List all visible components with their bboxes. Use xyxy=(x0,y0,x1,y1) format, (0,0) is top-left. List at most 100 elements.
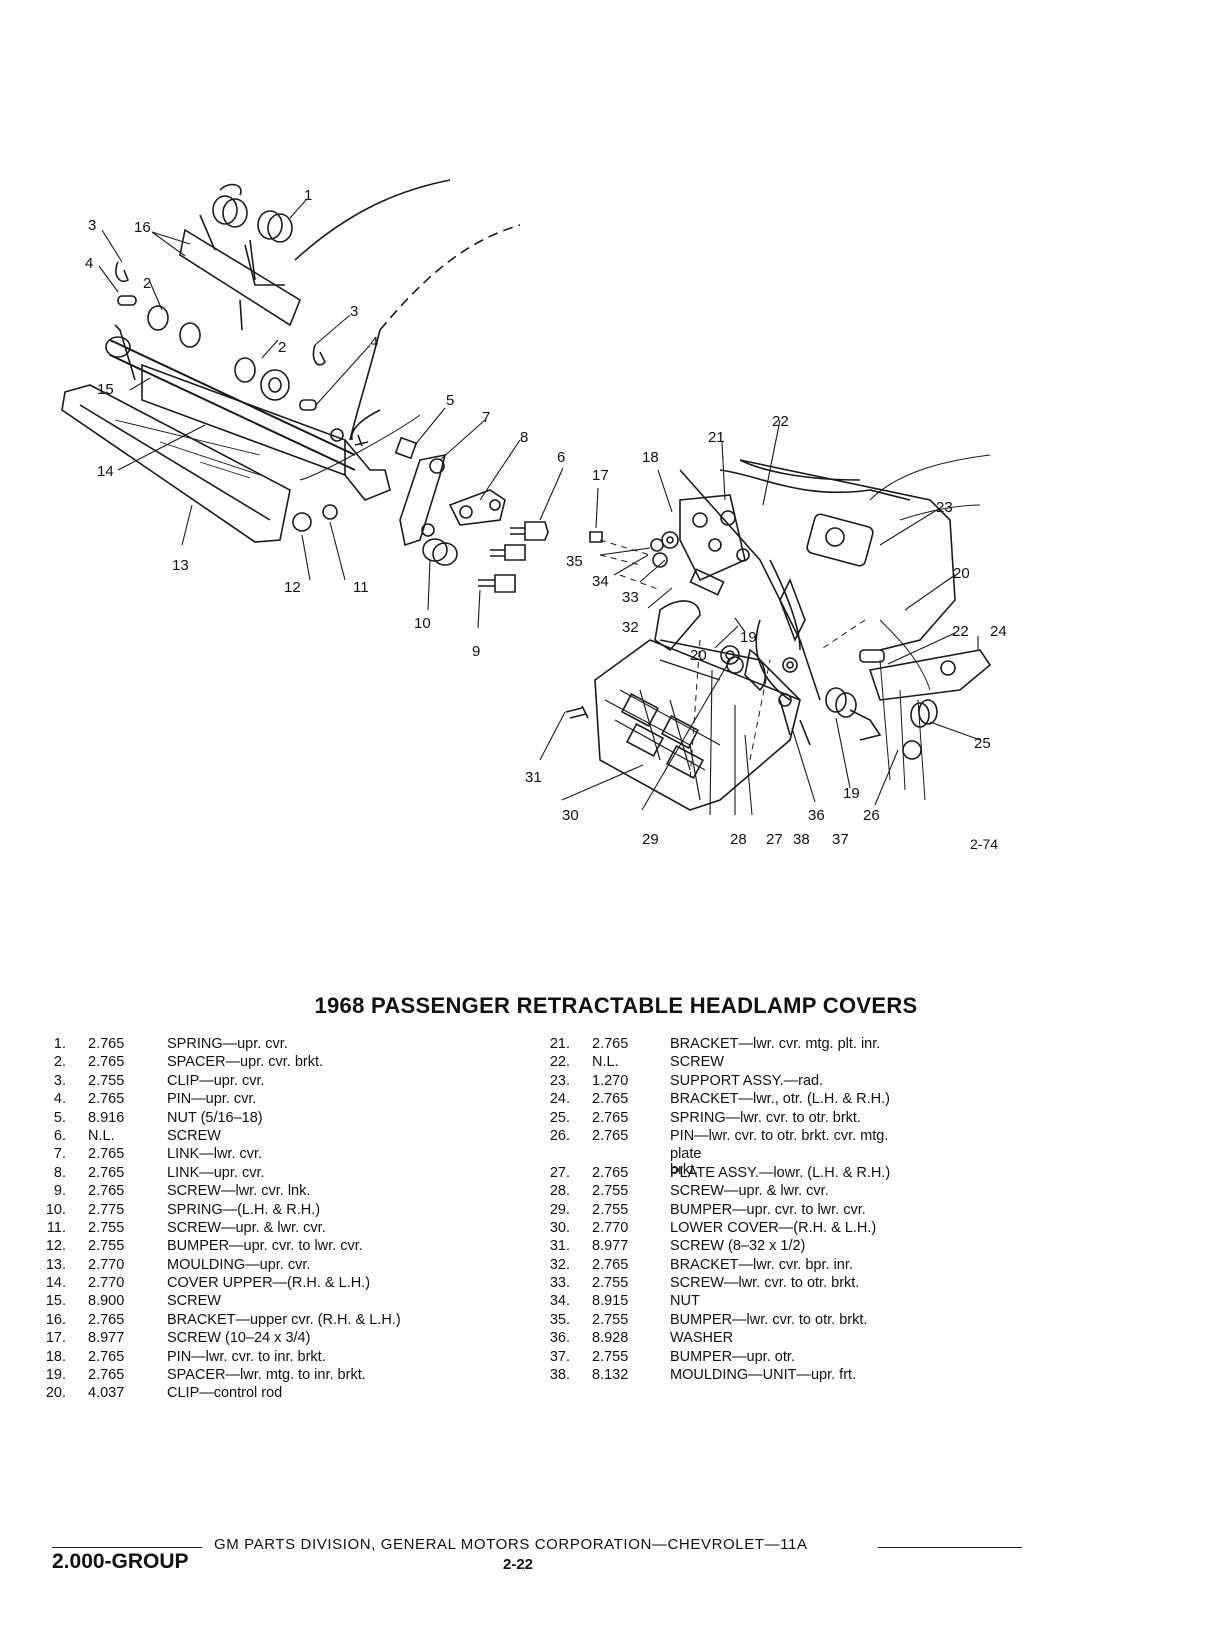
callout-4: 4 xyxy=(85,255,93,272)
leader-lines xyxy=(98,199,981,816)
part-number: 17. xyxy=(45,1330,66,1347)
group-number: 2.755 xyxy=(88,1219,125,1236)
part-description: SCREW (8–32 x 1/2) xyxy=(670,1238,806,1255)
callout-9: 9 xyxy=(472,643,480,660)
part-description: SCREW xyxy=(167,1127,221,1144)
part-description: SCREW—lwr. cvr. to otr. brkt. xyxy=(670,1275,860,1292)
group-number: 8.900 xyxy=(88,1293,125,1310)
part-description: BUMPER—upr. cvr. to lwr. cvr. xyxy=(167,1238,363,1255)
part-number: 7. xyxy=(53,1146,66,1163)
part-description: BUMPER—upr. cvr. to lwr. cvr. xyxy=(670,1201,866,1218)
group-number: 2.770 xyxy=(592,1219,629,1236)
part-number: 25. xyxy=(549,1109,570,1126)
page-title: 1968 PASSENGER RETRACTABLE HEADLAMP COVE… xyxy=(314,993,918,1018)
callout-20: 20 xyxy=(953,565,970,582)
callout-18: 18 xyxy=(642,449,659,466)
part-number: 11. xyxy=(46,1219,66,1236)
group-number: 2.765 xyxy=(592,1109,629,1126)
footer-publisher: GM PARTS DIVISION, GENERAL MOTORS CORPOR… xyxy=(214,1536,808,1553)
group-number: 2.765 xyxy=(592,1036,629,1052)
part-description: LOWER COVER—(R.H. & L.H.) xyxy=(670,1219,877,1236)
callout-29: 29 xyxy=(642,831,659,848)
part-description: SPRING—upr. cvr. xyxy=(167,1036,288,1052)
callout-3b: 3 xyxy=(350,303,358,320)
group-number: N.L. xyxy=(592,1054,619,1071)
group-number: 2.765 xyxy=(592,1127,629,1144)
part-number: 3. xyxy=(53,1072,66,1089)
group-number: 2.770 xyxy=(88,1256,125,1273)
part-number: 18. xyxy=(45,1348,66,1365)
spring-coil xyxy=(212,183,293,286)
part-number: 15. xyxy=(45,1293,66,1310)
group-number: 2.765 xyxy=(88,1183,125,1200)
callout-22: 22 xyxy=(772,413,789,430)
part-description: BRACKET—lwr. cvr. bpr. inr. xyxy=(670,1256,853,1273)
callout-1: 1 xyxy=(304,187,312,204)
footer-rule-right xyxy=(878,1547,1022,1548)
callout-2: 2 xyxy=(143,275,151,292)
part-description: NUT xyxy=(670,1293,700,1310)
callout-19: 19 xyxy=(740,629,757,646)
part-number: 30. xyxy=(549,1219,570,1236)
callout-13: 13 xyxy=(172,557,189,574)
callout-38: 38 xyxy=(793,831,810,848)
part-description: SUPPORT ASSY.—rad. xyxy=(670,1072,824,1089)
callout-34: 34 xyxy=(592,573,609,590)
callout-11: 11 xyxy=(353,579,369,596)
part-number: 28. xyxy=(549,1183,570,1200)
part-number: 19. xyxy=(45,1367,66,1384)
callout-17: 17 xyxy=(592,467,609,484)
callout-7: 7 xyxy=(482,409,490,426)
part-description: SCREW (10–24 x 3/4) xyxy=(167,1330,311,1347)
part-number: 24. xyxy=(549,1091,570,1108)
part-number: 26. xyxy=(549,1127,570,1144)
part-description: PLATE ASSY.—lowr. (L.H. & R.H.) xyxy=(670,1164,891,1181)
part-description: COVER UPPER—(R.H. & L.H.) xyxy=(167,1275,371,1292)
part-description: BUMPER—upr. otr. xyxy=(670,1348,795,1365)
part-description: LINK—upr. cvr. xyxy=(167,1164,265,1181)
callout-24: 24 xyxy=(990,623,1007,640)
group-number: 2.765 xyxy=(88,1311,125,1328)
callout-15: 15 xyxy=(97,381,114,398)
group-number: 8.977 xyxy=(88,1330,125,1347)
part-description: BRACKET—lwr., otr. (L.H. & R.H.) xyxy=(670,1091,890,1108)
part-description: NUT (5/16–18) xyxy=(167,1109,263,1126)
part-number: 6. xyxy=(53,1127,66,1144)
part-description: SCREW xyxy=(670,1054,724,1071)
part-description: LINK—lwr. cvr. xyxy=(167,1146,263,1163)
part-description: SPACER—upr. cvr. brkt. xyxy=(167,1054,324,1071)
page-number: 2-22 xyxy=(503,1556,534,1573)
group-number: 2.765 xyxy=(88,1348,125,1365)
callout-31: 31 xyxy=(525,769,542,786)
part-number: 35. xyxy=(549,1311,570,1328)
group-number: 2.765 xyxy=(592,1256,629,1273)
group-number: 2.775 xyxy=(88,1201,125,1218)
part-number: 27. xyxy=(549,1164,570,1181)
group-number: 2.765 xyxy=(88,1036,125,1052)
part-number: 5. xyxy=(53,1109,66,1126)
part-number: 9. xyxy=(53,1183,66,1200)
group-number: 2.765 xyxy=(592,1164,629,1181)
callout-27: 27 xyxy=(766,831,783,848)
part-description: MOULDING—UNIT—upr. frt. xyxy=(670,1367,857,1384)
part-description: CLIP—control rod xyxy=(167,1385,283,1402)
footer-rule-left xyxy=(52,1547,202,1548)
part-description: SCREW—upr. & lwr. cvr. xyxy=(670,1183,829,1200)
callout-14: 14 xyxy=(97,463,114,480)
group-number: 2.755 xyxy=(592,1201,629,1218)
part-number: 2. xyxy=(53,1054,66,1071)
part-description-continued: plate brkt. xyxy=(670,1146,702,1179)
part-description: SCREW—upr. & lwr. cvr. xyxy=(167,1219,326,1236)
part-number: 21. xyxy=(549,1036,570,1052)
part-description: SCREW—lwr. cvr. lnk. xyxy=(167,1183,311,1200)
part-number: 20. xyxy=(45,1385,66,1402)
part-number: 22. xyxy=(549,1054,570,1071)
part-number: 8. xyxy=(53,1164,66,1181)
callout-19b: 19 xyxy=(843,785,860,802)
part-description: SPRING—lwr. cvr. to otr. brkt. xyxy=(670,1109,861,1126)
group-code: 2.000-GROUP xyxy=(52,1550,189,1573)
part-description: SPACER—lwr. mtg. to inr. brkt. xyxy=(167,1367,366,1384)
callout-21: 21 xyxy=(708,429,725,446)
part-description: BRACKET—upper cvr. (R.H. & L.H.) xyxy=(167,1311,401,1328)
group-number: 2.765 xyxy=(88,1367,125,1384)
